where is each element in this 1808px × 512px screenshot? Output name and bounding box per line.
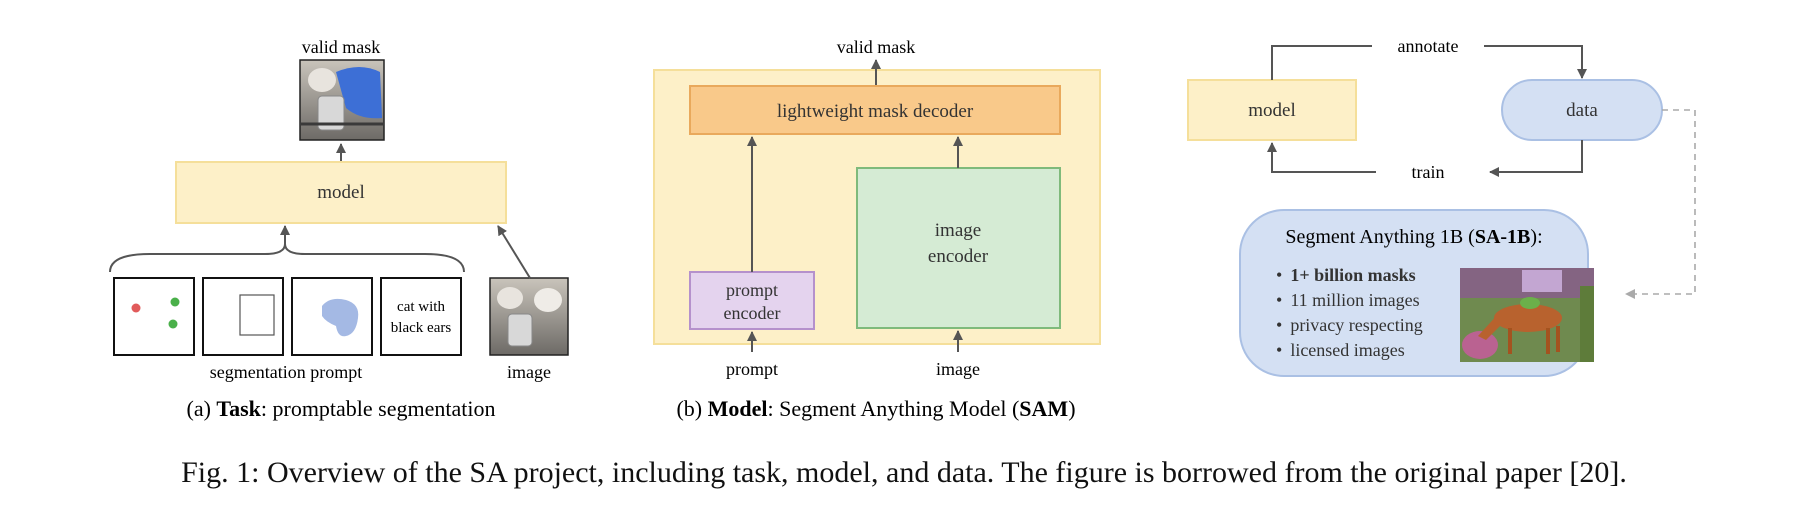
caption-a: (a) Task: promptable segmentation bbox=[187, 396, 496, 421]
horse-sample-image bbox=[1460, 268, 1594, 362]
model-box-a bbox=[175, 161, 507, 224]
valid-mask-label-a: valid mask bbox=[302, 37, 381, 57]
arrow-model-to-annotate bbox=[1271, 45, 1372, 80]
arrow-annotate-to-data bbox=[1484, 45, 1587, 79]
panel-a: valid mask model bbox=[109, 37, 569, 421]
prompt-encoder-box bbox=[689, 271, 815, 330]
text-prompt-line1: cat with bbox=[397, 299, 445, 315]
prompt-encoder-line1: prompt bbox=[726, 280, 778, 300]
annotate-label: annotate bbox=[1398, 36, 1459, 56]
prompt-brace bbox=[109, 243, 465, 273]
prompt-encoder-line2: encoder bbox=[724, 303, 781, 323]
figure-caption: Fig. 1: Overview of the SA project, incl… bbox=[181, 456, 1627, 489]
valid-mask-label-b: valid mask bbox=[837, 37, 916, 57]
image-input-label-b: image bbox=[936, 359, 980, 379]
model-box-c bbox=[1187, 79, 1357, 141]
bullet-item: •11 million images bbox=[1276, 290, 1420, 310]
prompt-input-label: prompt bbox=[726, 359, 778, 379]
valid-mask-image bbox=[299, 59, 385, 141]
image-label-a: image bbox=[507, 362, 551, 382]
image-encoder-line2: encoder bbox=[928, 246, 989, 267]
sa-overview-figure: valid mask model bbox=[109, 36, 1696, 421]
box-prompt-box bbox=[202, 277, 284, 356]
image-encoder-line1: image bbox=[935, 220, 981, 241]
model-label-c: model bbox=[1248, 100, 1296, 121]
points-prompt-box bbox=[113, 277, 195, 356]
dataset-bullet-list: •1+ billion masks •11 million images •pr… bbox=[1276, 265, 1423, 360]
train-label: train bbox=[1412, 162, 1445, 182]
mask-decoder-box bbox=[689, 85, 1061, 135]
input-image-a bbox=[489, 277, 569, 356]
mask-decoder-label: lightweight mask decoder bbox=[777, 101, 974, 122]
panel-b: valid mask lightweight mask decoder imag… bbox=[653, 37, 1101, 421]
image-encoder-box bbox=[856, 167, 1061, 329]
panel-c: model data annotate train Segment Anythi… bbox=[1187, 36, 1696, 377]
caption-b: (b) Model: Segment Anything Model (SAM) bbox=[676, 396, 1075, 421]
arrow-image-to-model bbox=[497, 225, 531, 279]
bullet-item: •privacy respecting bbox=[1276, 315, 1423, 335]
text-prompt-box: cat with black ears bbox=[380, 277, 462, 356]
data-label: data bbox=[1566, 100, 1598, 121]
arrow-data-to-dataset bbox=[1625, 109, 1696, 299]
dataset-title: Segment Anything 1B (SA-1B): bbox=[1285, 226, 1542, 248]
mask-prompt-box bbox=[291, 277, 373, 356]
arrow-train-to-model bbox=[1267, 142, 1376, 173]
bullet-item: •1+ billion masks bbox=[1276, 265, 1416, 285]
text-prompt-line2: black ears bbox=[391, 320, 452, 336]
model-label-a: model bbox=[317, 182, 365, 203]
bullet-item: •licensed images bbox=[1276, 340, 1405, 360]
arrow-data-to-train bbox=[1489, 140, 1583, 177]
segmentation-prompt-label: segmentation prompt bbox=[210, 362, 362, 382]
